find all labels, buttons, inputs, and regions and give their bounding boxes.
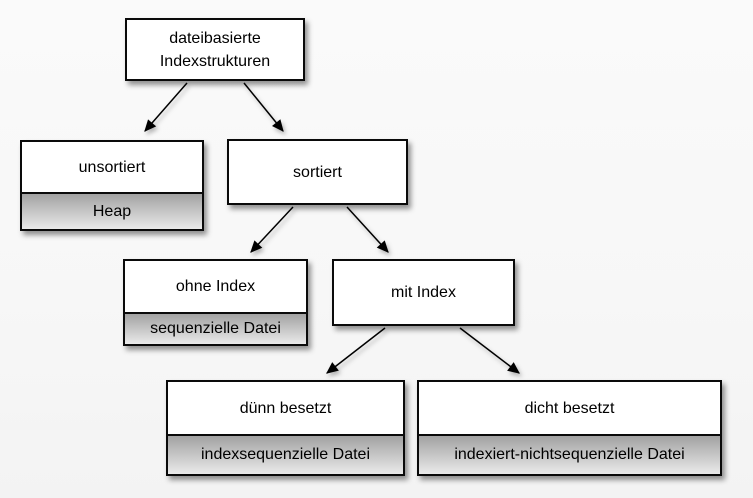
- node-sortiert-label: sortiert: [229, 141, 406, 203]
- edge-sortiert-mit-index: [346, 206, 389, 253]
- node-ohne-index-label: ohne Index: [125, 261, 306, 312]
- node-ohne-index: ohne Index sequenzielle Datei: [123, 259, 308, 346]
- node-dicht-besetzt-sublabel: indexiert-nichtsequenzielle Datei: [419, 434, 720, 474]
- node-mit-index: mit Index: [332, 259, 515, 326]
- edge-root-unsortiert: [144, 82, 188, 132]
- edge-mit-index-duenn-besetzt: [326, 327, 386, 374]
- node-root-label-line2: Indexstrukturen: [159, 52, 271, 70]
- node-unsortiert-sublabel: Heap: [22, 192, 202, 229]
- node-root-label-line1: dateibasierte: [169, 29, 261, 47]
- node-unsortiert: unsortiert Heap: [20, 140, 204, 231]
- node-duenn-besetzt-label: dünn besetzt: [168, 382, 403, 434]
- edge-mit-index-dicht-besetzt: [459, 327, 520, 374]
- node-duenn-besetzt: dünn besetzt indexsequenzielle Datei: [166, 380, 405, 476]
- node-dicht-besetzt-label: dicht besetzt: [419, 382, 720, 434]
- node-root-label: dateibasierte Indexstrukturen: [127, 20, 303, 79]
- node-duenn-besetzt-sublabel: indexsequenzielle Datei: [168, 434, 403, 474]
- node-ohne-index-sublabel: sequenzielle Datei: [125, 312, 306, 344]
- node-unsortiert-label: unsortiert: [22, 142, 202, 192]
- edge-root-sortiert: [243, 82, 284, 132]
- node-mit-index-label: mit Index: [334, 261, 513, 324]
- node-dicht-besetzt: dicht besetzt indexiert-nichtsequenziell…: [417, 380, 722, 476]
- node-root: dateibasierte Indexstrukturen: [125, 18, 305, 81]
- node-sortiert: sortiert: [227, 139, 408, 205]
- edge-sortiert-ohne-index: [250, 206, 294, 253]
